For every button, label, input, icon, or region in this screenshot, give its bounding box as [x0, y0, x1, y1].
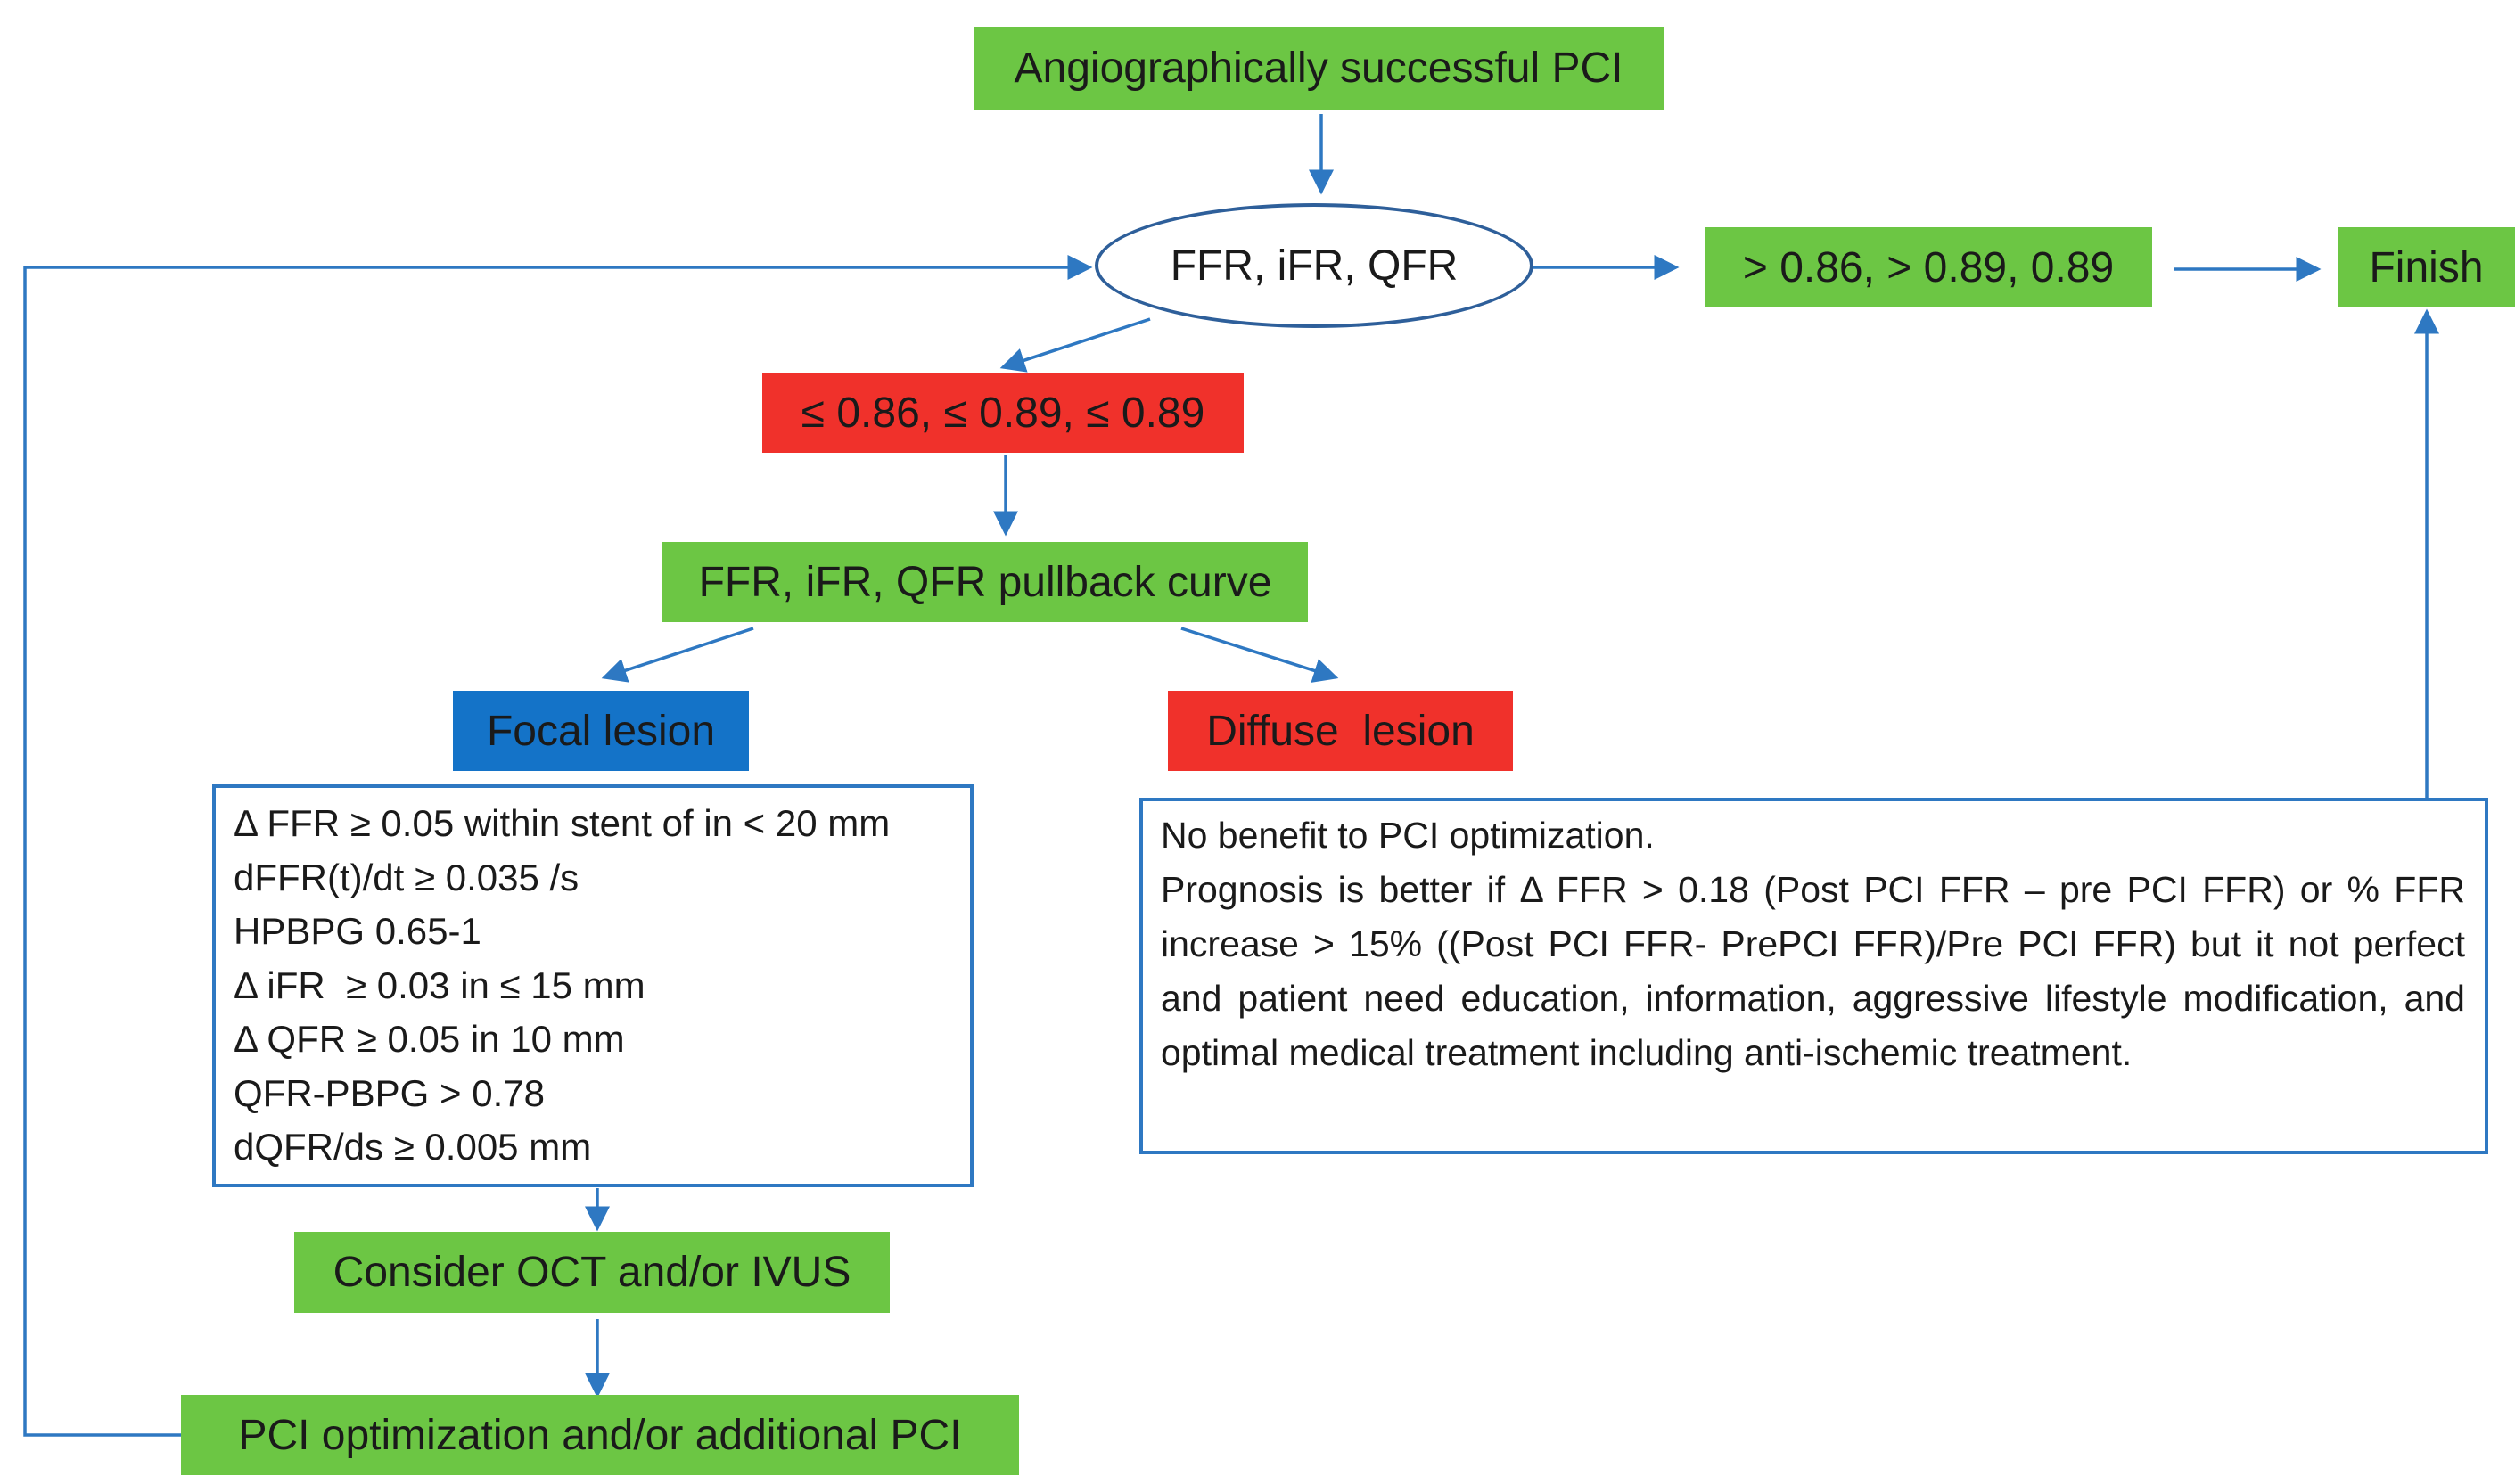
measurement-label: FFR, iFR, QFR [1170, 242, 1459, 290]
abnormal-threshold-label: ≤ 0.86, ≤ 0.89, ≤ 0.89 [801, 389, 1205, 437]
criteria-line: dQFR/ds ≥ 0.005 mm [234, 1126, 592, 1168]
start-node: Angiographically successful PCI [974, 27, 1664, 110]
normal-threshold-label: > 0.86, > 0.89, 0.89 [1742, 243, 2115, 291]
abnormal-threshold-node: ≤ 0.86, ≤ 0.89, ≤ 0.89 [762, 373, 1244, 453]
diffuse-note-box: No benefit to PCI optimization. Prognosi… [1139, 798, 2488, 1154]
criteria-line: HPBPG 0.65-1 [234, 910, 481, 952]
pullback-label: FFR, iFR, QFR pullback curve [698, 558, 1272, 606]
measurement-node: FFR, iFR, QFR [1095, 203, 1533, 328]
diffuse-note-first-line: No benefit to PCI optimization. [1161, 815, 1655, 856]
optimization-label: PCI optimization and/or additional PCI [238, 1411, 962, 1459]
arrow-pullback-to-diffuse [1180, 627, 1339, 683]
criteria-line: Δ QFR ≥ 0.05 in 10 mm [234, 1018, 625, 1060]
focal-criteria-box: Δ FFR ≥ 0.05 within stent of in < 20 mm … [212, 784, 974, 1187]
criteria-line: Δ iFR ≥ 0.03 in ≤ 15 mm [234, 963, 645, 1006]
criteria-line: Δ FFR ≥ 0.05 within stent of in < 20 mm [234, 802, 891, 844]
optimization-node: PCI optimization and/or additional PCI [181, 1395, 1019, 1475]
arrow-feedback-loop [23, 255, 1093, 1437]
criteria-line: dFFR(t)/dt ≥ 0.035 /s [234, 856, 579, 898]
normal-threshold-node: > 0.86, > 0.89, 0.89 [1705, 227, 2152, 307]
pullback-node: FFR, iFR, QFR pullback curve [662, 542, 1308, 622]
start-label: Angiographically successful PCI [1014, 45, 1623, 92]
diffuse-lesion-node: Diffuse lesion [1168, 691, 1513, 771]
arrow-pullback-to-focal [601, 627, 754, 683]
diffuse-note-paragraph: Prognosis is better if Δ FFR > 0.18 (Pos… [1161, 869, 2465, 1073]
arrow-measurement-to-abnormal [999, 317, 1151, 373]
finish-node: Finish [2338, 227, 2515, 307]
diffuse-lesion-label: Diffuse lesion [1206, 707, 1475, 755]
imaging-node: Consider OCT and/or IVUS [294, 1232, 890, 1313]
imaging-label: Consider OCT and/or IVUS [333, 1249, 851, 1296]
focal-lesion-label: Focal lesion [486, 707, 716, 755]
focal-lesion-node: Focal lesion [453, 691, 749, 771]
finish-label: Finish [2369, 243, 2484, 291]
criteria-line: QFR-PBPG > 0.78 [234, 1071, 545, 1114]
